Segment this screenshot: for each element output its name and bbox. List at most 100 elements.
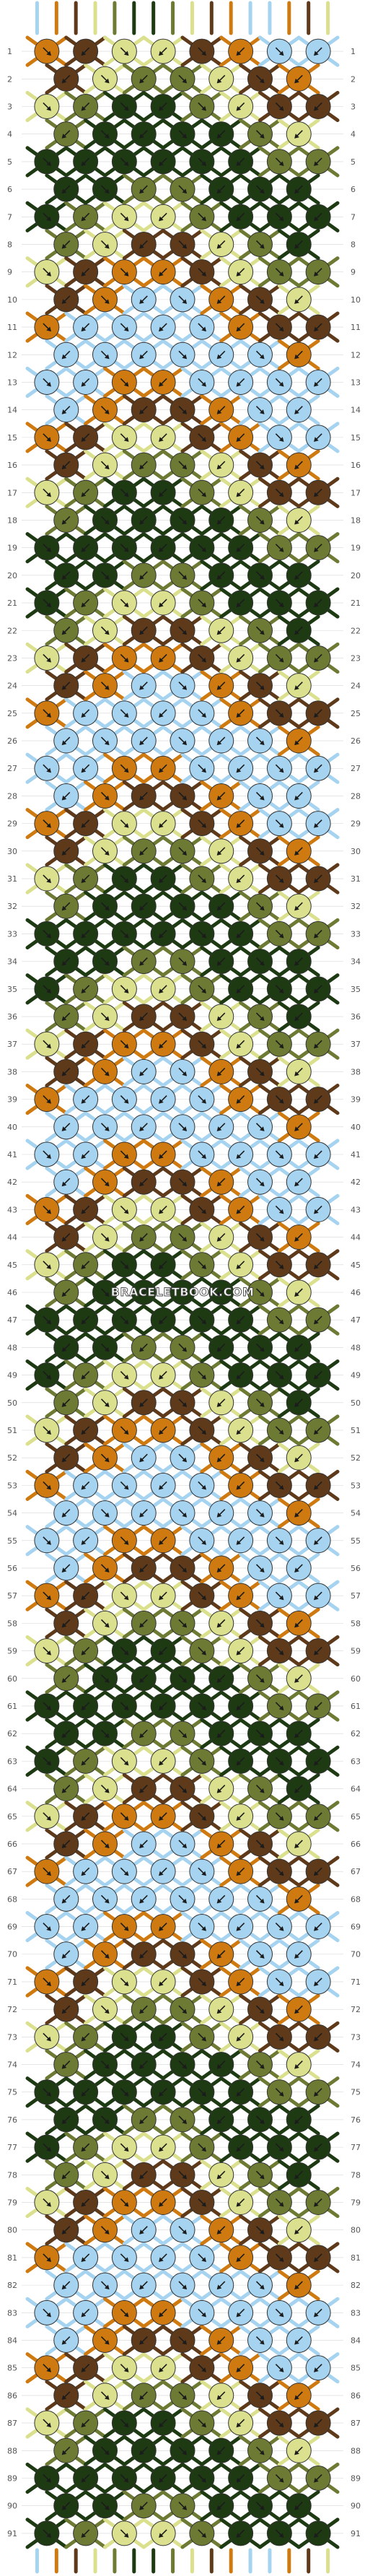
knot-arrow-head-icon (104, 1181, 110, 1187)
knot-arrow-head-icon (46, 1264, 51, 1269)
knot-arrow-head-icon (46, 2533, 51, 2538)
row-number-left: 45 (7, 1261, 17, 1270)
row-number-left: 57 (7, 1591, 17, 1601)
knot-arrow-head-icon (314, 381, 319, 387)
knot-arrow-head-icon (104, 188, 110, 194)
knot-arrow-head-icon (182, 1954, 188, 1959)
knot-arrow-head-icon (46, 602, 51, 608)
knot-arrow-head-icon (278, 1650, 284, 1655)
knot-arrow-head-icon (81, 381, 87, 387)
row-number-left: 61 (7, 1702, 17, 1711)
row-number-left: 90 (7, 2502, 17, 2511)
knot-arrow-head-icon (294, 2009, 299, 2014)
knot-arrow-head-icon (278, 1595, 284, 1601)
knot-arrow-head-icon (236, 823, 242, 828)
row-number-left: 63 (7, 1757, 17, 1766)
knot-arrow-head-icon (46, 2422, 51, 2428)
row-number-right: 89 (351, 2474, 361, 2484)
knot-arrow-head-icon (159, 161, 164, 166)
knot-arrow-head-icon (61, 464, 67, 470)
knot-arrow-head-icon (314, 1484, 319, 1490)
knot-arrow-head-icon (236, 2036, 242, 2042)
knot-arrow-head-icon (104, 1237, 110, 1242)
row-number-left: 56 (7, 1564, 17, 1573)
row-number-left: 80 (7, 2226, 17, 2235)
knot-arrow-head-icon (81, 602, 87, 608)
knot-arrow-head-icon (123, 1926, 129, 1931)
knot-arrow-head-icon (46, 933, 51, 939)
knot-arrow-head-icon (182, 1181, 188, 1187)
knot-arrow-head-icon (81, 161, 87, 166)
knot-arrow-head-icon (139, 1898, 144, 1904)
row-number-right: 37 (351, 1040, 361, 1049)
knot-arrow-head-icon (81, 1650, 87, 1655)
knot-arrow-head-icon (278, 1430, 284, 1435)
knot-arrow-head-icon (159, 2312, 164, 2318)
knot-arrow-head-icon (46, 657, 51, 663)
row-number-left: 51 (7, 1426, 17, 1435)
row-number-left: 19 (7, 544, 17, 553)
knot-arrow-head-icon (139, 795, 144, 801)
row-number-left: 33 (7, 929, 17, 939)
row-number-right: 21 (351, 599, 361, 608)
knot-arrow-head-icon (236, 1540, 242, 1545)
knot-arrow-head-icon (314, 767, 319, 773)
knot-arrow-head-icon (294, 1954, 299, 1959)
knot-arrow-head-icon (139, 2119, 144, 2125)
knot-arrow-head-icon (139, 905, 144, 911)
knot-arrow-head-icon (159, 1926, 164, 1931)
row-number-right: 20 (351, 571, 361, 580)
knot-arrow-head-icon (104, 354, 110, 360)
knot-arrow-head-icon (139, 1622, 144, 1628)
knot-arrow-head-icon (61, 1788, 67, 1793)
row-number-right: 83 (351, 2308, 361, 2318)
knot-arrow-head-icon (314, 1540, 319, 1545)
knot-arrow-head-icon (182, 1346, 188, 1352)
row-number-right: 70 (351, 1950, 361, 1959)
knot-arrow-head-icon (201, 2036, 206, 2042)
knot-arrow-head-icon (61, 2009, 67, 2014)
knot-arrow-head-icon (236, 1209, 242, 1214)
row-number-left: 71 (7, 1977, 17, 1987)
knot-arrow-head-icon (139, 1346, 144, 1352)
knot-arrow-head-icon (139, 2450, 144, 2455)
knot-arrow-head-icon (81, 51, 87, 56)
knot-arrow-head-icon (201, 437, 206, 442)
knot-arrow-head-icon (139, 243, 144, 249)
knot-arrow-head-icon (278, 878, 284, 884)
row-number-left: 81 (7, 2253, 17, 2263)
knot-arrow-head-icon (139, 2395, 144, 2401)
knot-arrow-head-icon (46, 1319, 51, 1325)
knot-arrow-head-icon (81, 1816, 87, 1821)
knot-arrow-head-icon (259, 1292, 265, 1297)
knot-arrow-head-icon (314, 1760, 319, 1766)
knot-arrow-head-icon (201, 933, 206, 939)
row-number-left: 58 (7, 1619, 17, 1628)
knot-arrow-head-icon (236, 2422, 242, 2428)
knot-arrow-head-icon (294, 78, 299, 84)
row-number-right: 50 (351, 1398, 361, 1408)
knot-arrow-head-icon (201, 878, 206, 884)
knot-arrow-head-icon (294, 2284, 299, 2290)
knot-arrow-head-icon (46, 2036, 51, 2042)
knot-arrow-head-icon (139, 188, 144, 194)
row-number-left: 48 (7, 1343, 17, 1352)
knot-arrow-head-icon (61, 2284, 67, 2290)
knot-arrow-head-icon (81, 1760, 87, 1766)
knot-arrow-head-icon (61, 2450, 67, 2455)
knot-arrow-head-icon (46, 1540, 51, 1545)
knot-arrow-head-icon (278, 437, 284, 442)
knot-arrow-head-icon (314, 216, 319, 222)
row-number-right: 59 (351, 1647, 361, 1656)
knot-arrow-head-icon (61, 2229, 67, 2235)
knot-arrow-head-icon (201, 713, 206, 718)
knot-arrow-head-icon (123, 1319, 129, 1325)
knot-arrow-head-icon (182, 1402, 188, 1407)
knot-arrow-head-icon (216, 409, 222, 414)
knot-arrow-head-icon (236, 2367, 242, 2372)
knot-arrow-head-icon (201, 2257, 206, 2263)
knot-arrow-head-icon (314, 1926, 319, 1931)
knot-arrow-head-icon (61, 1457, 67, 1463)
row-number-right: 23 (351, 653, 361, 663)
knot-arrow-head-icon (259, 2339, 265, 2345)
